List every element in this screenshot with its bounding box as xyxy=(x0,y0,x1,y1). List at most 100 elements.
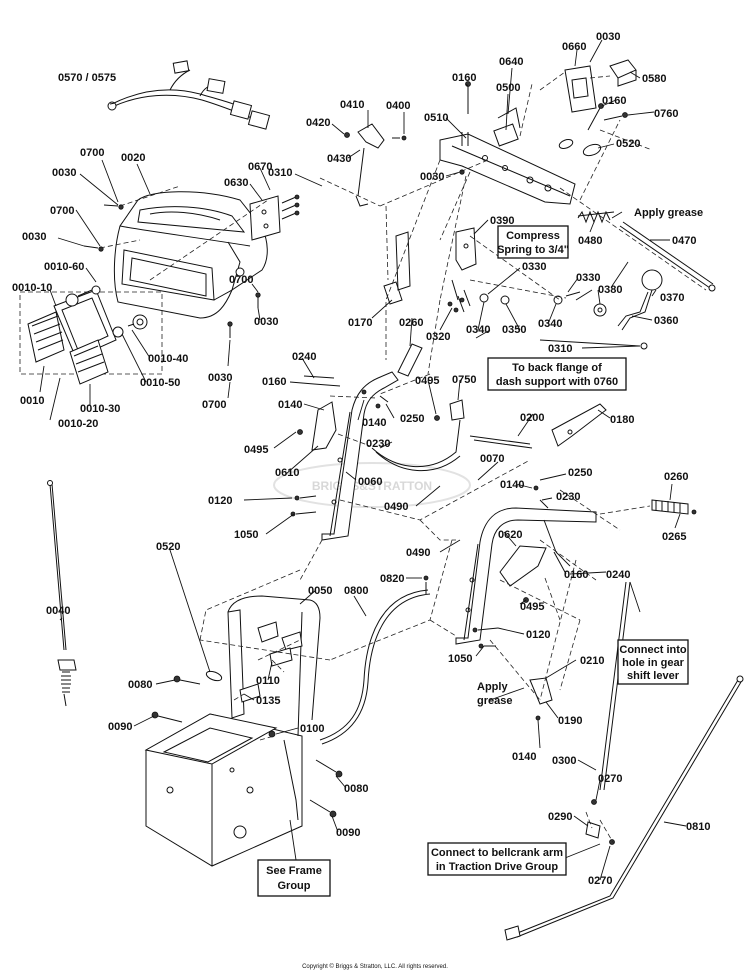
label-0340b: 0340 xyxy=(538,318,562,330)
label-0030f: 0030 xyxy=(420,171,444,183)
label-0100: 0100 xyxy=(300,723,324,735)
label-0210: 0210 xyxy=(580,655,604,667)
label-0090a: 0090 xyxy=(108,721,132,733)
note-apply-grease-2b: grease xyxy=(477,695,512,707)
label-0030e: 0030 xyxy=(596,31,620,43)
label-0060: 0060 xyxy=(358,476,382,488)
label-1050b: 1050 xyxy=(448,653,472,665)
label-0010-40: 0010-40 xyxy=(148,353,188,365)
label-0310b: 0310 xyxy=(548,343,572,355)
label-0490b: 0490 xyxy=(406,547,430,559)
note-see-frame-1: See Frame xyxy=(266,865,322,877)
label-0140a: 0140 xyxy=(278,399,302,411)
note-apply-grease-1: Apply grease xyxy=(634,207,703,219)
crank-tube xyxy=(383,231,423,377)
label-0030b: 0030 xyxy=(22,231,46,243)
label-0520a: 0520 xyxy=(616,138,640,150)
label-0360: 0360 xyxy=(654,315,678,327)
left-handle xyxy=(290,371,399,541)
cable-0810 xyxy=(504,675,744,941)
label-0120a: 0120 xyxy=(208,495,232,507)
label-0260b: 0260 xyxy=(664,471,688,483)
label-0330b: 0330 xyxy=(576,272,600,284)
label-0135: 0135 xyxy=(256,695,280,707)
label-0230b: 0230 xyxy=(556,491,580,503)
note-connect-gear-3: shift lever xyxy=(627,670,680,682)
cable-0800 xyxy=(319,575,431,745)
label-0250a: 0250 xyxy=(400,413,424,425)
label-0430: 0430 xyxy=(327,153,351,165)
label-0170: 0170 xyxy=(348,317,372,329)
label-0160c: 0160 xyxy=(262,376,286,388)
label-0495a: 0495 xyxy=(415,375,439,387)
label-0240a: 0240 xyxy=(292,351,316,363)
chute-crank-bracket xyxy=(447,227,593,313)
label-0610: 0610 xyxy=(275,467,299,479)
label-0030c: 0030 xyxy=(254,316,278,328)
callouts: Apply grease Compress Spring to 3/4" To … xyxy=(257,207,703,897)
label-0420: 0420 xyxy=(306,117,330,129)
label-0570: 0570 / 0575 xyxy=(58,72,116,84)
label-0270b: 0270 xyxy=(588,875,612,887)
chute-crank xyxy=(539,269,663,350)
console-frame xyxy=(144,595,321,867)
label-0080b: 0080 xyxy=(344,783,368,795)
label-0510: 0510 xyxy=(424,112,448,124)
label-0160b: 0160 xyxy=(602,95,626,107)
label-0180: 0180 xyxy=(610,414,634,426)
label-0050: 0050 xyxy=(308,585,332,597)
label-0290: 0290 xyxy=(548,811,572,823)
label-0010: 0010 xyxy=(20,395,44,407)
note-connect-gear-2: hole in gear xyxy=(622,657,684,669)
bellcrank-box xyxy=(427,842,567,876)
note-back-flange-2: dash support with 0760 xyxy=(496,376,618,388)
label-0495b: 0495 xyxy=(244,444,268,456)
label-0490a: 0490 xyxy=(384,501,408,513)
wiring-harness xyxy=(107,60,271,130)
note-back-flange-1: To back flange of xyxy=(512,362,602,374)
right-handle xyxy=(455,485,597,649)
label-0010-60: 0010-60 xyxy=(44,261,84,273)
shift-rod xyxy=(529,581,631,845)
label-0580: 0580 xyxy=(642,73,666,85)
label-0330a: 0330 xyxy=(522,261,546,273)
label-0030a: 0030 xyxy=(52,167,76,179)
label-0010-10: 0010-10 xyxy=(12,282,52,294)
label-0500: 0500 xyxy=(496,82,520,94)
label-0110: 0110 xyxy=(256,675,280,687)
label-0030d: 0030 xyxy=(208,372,232,384)
right-control-bracket xyxy=(469,403,607,449)
bracket-0630 xyxy=(249,194,300,241)
label-0080a: 0080 xyxy=(128,679,152,691)
label-0700d: 0700 xyxy=(202,399,226,411)
label-0010-30: 0010-30 xyxy=(80,403,120,415)
note-see-frame-2: Group xyxy=(278,880,311,892)
label-0120b: 0120 xyxy=(526,629,550,641)
label-0265: 0265 xyxy=(662,531,686,543)
label-0660: 0660 xyxy=(562,41,586,53)
label-0700c: 0700 xyxy=(229,274,253,286)
note-connect-gear-1: Connect into xyxy=(619,644,686,656)
label-0340a: 0340 xyxy=(466,324,490,336)
label-0140b: 0140 xyxy=(362,417,386,429)
label-0160a: 0160 xyxy=(452,72,476,84)
label-0070: 0070 xyxy=(480,453,504,465)
label-0260a: 0260 xyxy=(399,317,423,329)
label-0230a: 0230 xyxy=(366,438,390,450)
label-0240b: 0240 xyxy=(606,569,630,581)
dash-panel xyxy=(113,191,268,319)
label-0010-20: 0010-20 xyxy=(58,418,98,430)
label-0750: 0750 xyxy=(452,374,476,386)
label-0820: 0820 xyxy=(380,573,404,585)
key-switch-plate xyxy=(564,59,637,113)
label-0010-50: 0010-50 xyxy=(140,377,180,389)
label-0140d: 0140 xyxy=(512,751,536,763)
label-0190: 0190 xyxy=(558,715,582,727)
right-grip xyxy=(599,499,697,515)
label-0160d: 0160 xyxy=(564,569,588,581)
label-0470: 0470 xyxy=(672,235,696,247)
shift-rod-0040 xyxy=(47,480,77,707)
label-0800: 0800 xyxy=(344,585,368,597)
clip-0520 xyxy=(205,670,223,682)
label-1050a: 1050 xyxy=(234,529,258,541)
